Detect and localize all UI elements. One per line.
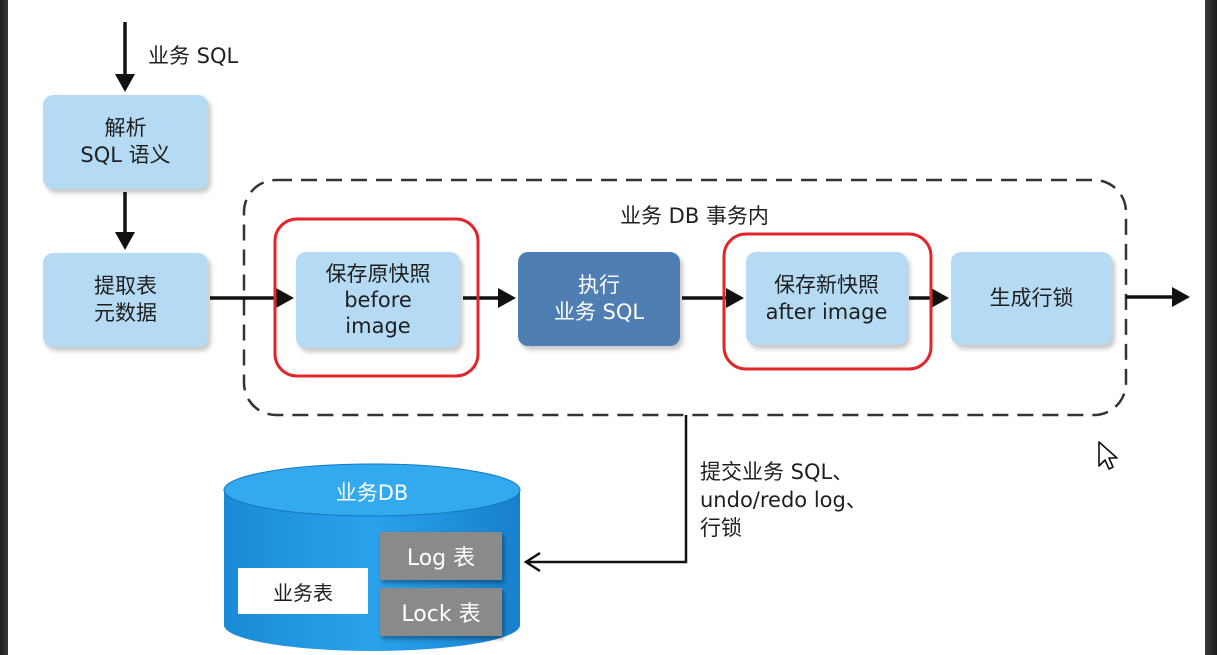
extract-metadata-node: 提取表 元数据 (43, 253, 208, 347)
database-title: 业务DB (335, 481, 409, 505)
output-arrow (1126, 287, 1190, 307)
row-lock-node: 生成行锁 (951, 252, 1112, 345)
after-image-node: 保存新快照 after image (746, 252, 907, 345)
business-table: 业务表 (238, 568, 368, 614)
arrow-parse-to-extract (115, 192, 135, 250)
input-arrow (115, 22, 135, 92)
commit-arrow-head (523, 551, 541, 573)
mouse-pointer-icon (1098, 441, 1118, 470)
log-table: Log 表 (380, 532, 502, 580)
input-sql-label: 业务 SQL (148, 44, 239, 68)
arrow-before-to-execute (463, 288, 516, 308)
parse-sql-node: 解析 SQL 语义 (43, 95, 208, 189)
arrow-execute-to-after (682, 288, 744, 308)
highlight-before-image (273, 217, 480, 378)
arrow-after-to-lock (909, 288, 949, 308)
lock-table: Lock 表 (380, 588, 502, 636)
arrow-extract-to-before (210, 288, 294, 308)
commit-label: 提交业务 SQL、 undo/redo log、 行锁 (700, 460, 867, 540)
before-image-node: 保存原快照 before image (296, 252, 460, 348)
screen-frame-left (0, 0, 8, 655)
execute-sql-node: 执行 业务 SQL (518, 252, 680, 346)
commit-arrow (528, 415, 688, 564)
screen-frame-right (1205, 0, 1217, 655)
transaction-label: 业务 DB 事务内 (620, 204, 769, 228)
highlight-after-image (722, 232, 933, 371)
